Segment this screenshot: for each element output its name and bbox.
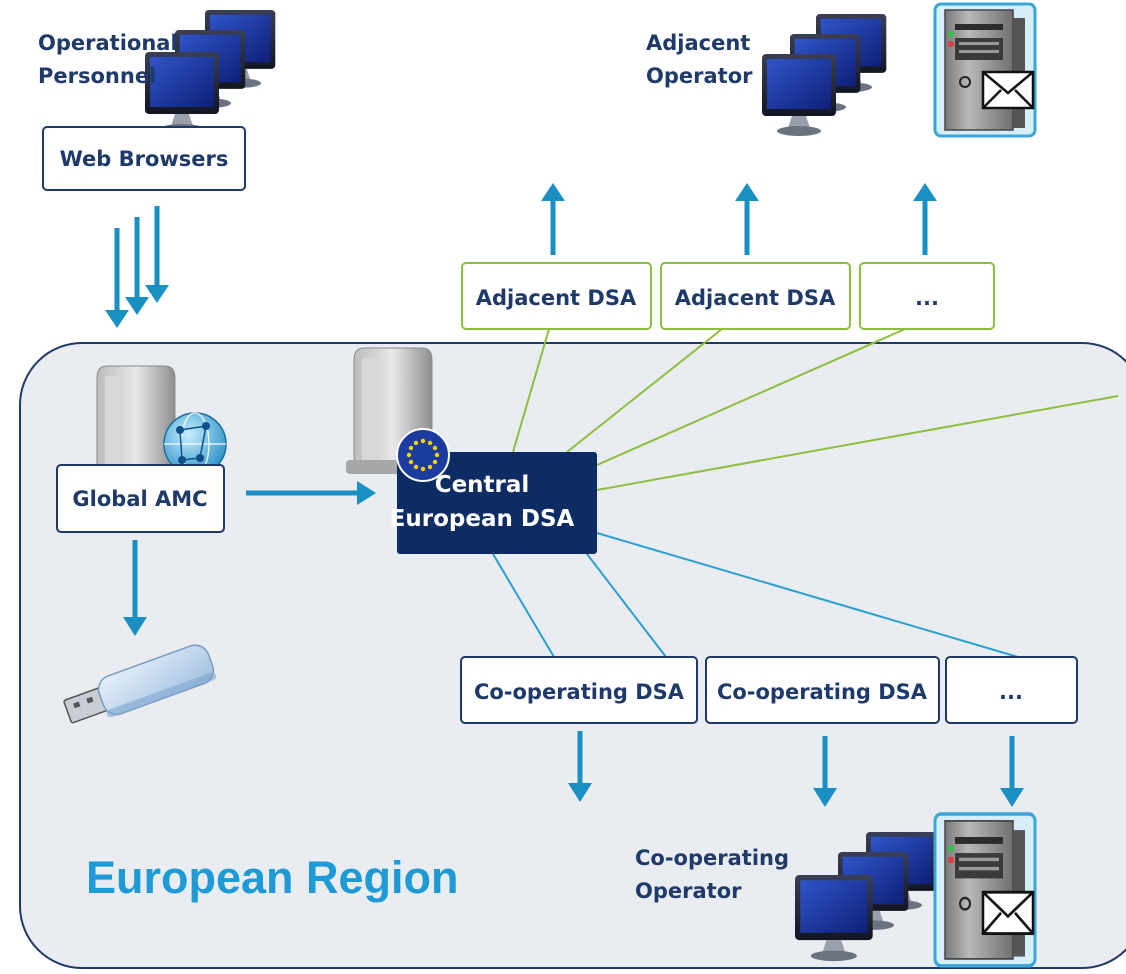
usb-drive-icon [63,644,217,724]
link-central-to-cooperating-dsa-2 [586,553,667,658]
link-central-to-adjacent-dsa-1 [512,328,550,453]
central-dsa-label-line1: Central [435,472,530,498]
cooperating-dsa-box-1 [460,656,698,724]
operational-personnel-monitors-icon [145,10,276,134]
cooperating-dsa-label-3: ... [999,680,1023,704]
global-amc-label: Global AMC [72,487,207,511]
adjacent-dsa-up-arrows [541,183,937,255]
adjacent-operator-monitors-icon [762,14,887,136]
link-central-to-cooperating-dsa-3 [596,532,1019,658]
web-browsers-box [42,126,246,191]
adjacent-operator-label-line1: Adjacent [646,31,750,55]
link-central-to-adjacent-dsa-3 [596,328,906,466]
cooperating-dsa-box-3 [945,656,1078,724]
cooperating-operator-label-line1: Co-operating [635,846,789,870]
global-amc-box [56,464,225,533]
cooperating-dsa-box-2 [705,656,940,724]
adjacent-dsa-box-1 [461,262,652,330]
adjacent-dsa-box-3 [859,262,995,330]
operational-personnel-label-line1: Operational [38,31,178,55]
european-region-label: European Region [86,852,459,903]
adjacent-dsa-label-1: Adjacent DSA [476,286,637,310]
web-browsers-arrows [105,206,169,328]
link-central-to-adjacent-dsa-3b [596,395,1119,491]
link-central-to-cooperating-dsa-1 [492,553,555,658]
central-dsa-label-line2: European DSA [390,506,575,532]
central-european-dsa-box [397,452,597,554]
adjacent-dsa-label-2: Adjacent DSA [675,286,836,310]
operational-personnel-label-line2: Personnel [38,64,156,88]
european-region-area [19,342,1126,969]
cooperating-operator-label-line2: Operator [635,879,742,903]
adjacent-operator-mail-server-icon [933,2,1037,138]
link-central-to-adjacent-dsa-2 [566,328,723,453]
web-browsers-label: Web Browsers [60,147,229,171]
adjacent-dsa-box-2 [660,262,851,330]
amc-to-central-arrow [246,481,376,505]
cooperating-operator-mail-server-icon [933,812,1037,968]
eu-flag-icon [396,428,450,482]
adjacent-operator-label-line2: Operator [646,64,753,88]
cooperating-dsa-label-2: Co-operating DSA [717,680,928,704]
cooperating-dsa-label-1: Co-operating DSA [474,680,685,704]
amc-to-usb-arrow [123,540,147,636]
adjacent-dsa-label-3: ... [915,286,939,310]
cooperating-dsa-down-arrows [568,731,1024,807]
